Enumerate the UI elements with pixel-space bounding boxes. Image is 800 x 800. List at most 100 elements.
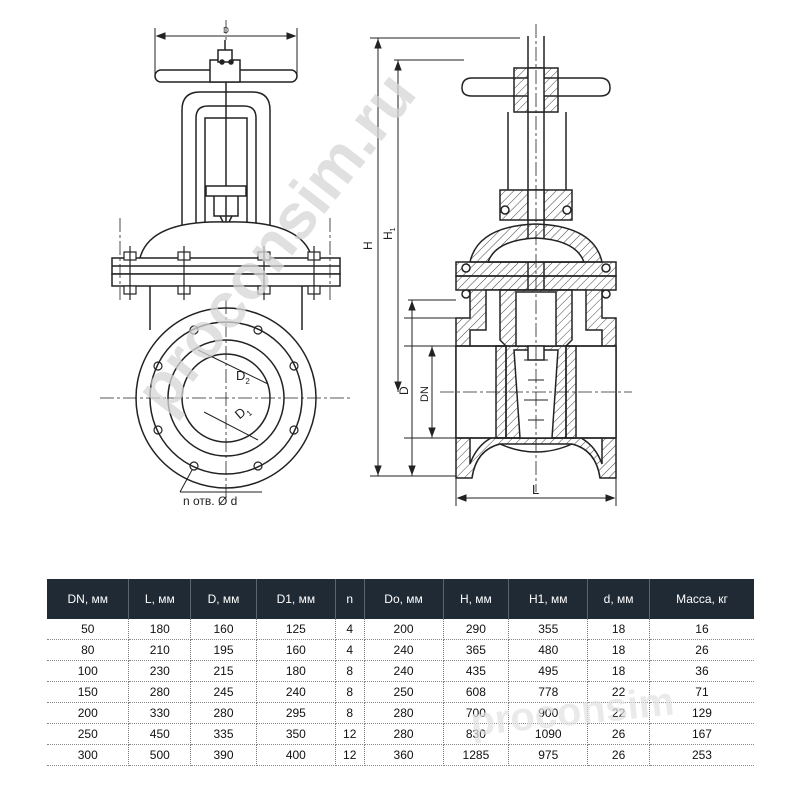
table-cell: 18	[587, 619, 650, 640]
table-cell: 830	[443, 723, 510, 745]
table-cell: 22	[587, 702, 650, 724]
table-cell: 245	[190, 681, 257, 703]
table-cell: 26	[587, 723, 650, 745]
d2-label: D2	[236, 368, 250, 386]
table-cell: 215	[190, 660, 257, 682]
table-cell: 250	[364, 681, 444, 703]
table-cell: 180	[256, 660, 336, 682]
h-label: H	[361, 241, 375, 250]
table-cell: 50	[47, 619, 130, 640]
front-view: D	[100, 20, 352, 500]
column-header: d, мм	[587, 579, 650, 619]
d-dim-label: D	[397, 386, 411, 395]
table-cell: 700	[443, 702, 510, 724]
table-cell: 150	[47, 681, 130, 703]
table-cell: 18	[587, 639, 650, 661]
table-cell: 230	[128, 660, 192, 682]
table-cell: 253	[649, 744, 754, 766]
table-cell: 495	[508, 660, 589, 682]
flange-bolt-holes	[153, 325, 299, 471]
table-cell: 16	[649, 619, 754, 640]
column-header: Do, мм	[364, 579, 444, 619]
table-cell: 360	[364, 744, 444, 766]
length-dimension	[455, 478, 617, 506]
table-cell: 390	[190, 744, 257, 766]
table-cell: 8	[335, 681, 365, 703]
column-header: D1, мм	[256, 579, 336, 619]
table-cell: 80	[47, 639, 130, 661]
table-cell: 250	[47, 723, 130, 745]
table-cell: 200	[364, 619, 444, 640]
table-cell: 180	[128, 619, 192, 640]
h1-label: H1	[381, 227, 397, 240]
table-cell: 400	[256, 744, 336, 766]
table-cell: 280	[190, 702, 257, 724]
table-cell: 167	[649, 723, 754, 745]
handwheel-dimension	[154, 28, 298, 75]
column-header: DN, мм	[47, 579, 130, 619]
table-cell: 26	[587, 744, 650, 766]
table-cell: 125	[256, 619, 336, 640]
holes-label: n отв. Ø d	[183, 494, 237, 508]
bonnet	[139, 221, 313, 259]
table-cell: 4	[335, 639, 365, 661]
table-cell: 12	[335, 723, 365, 745]
table-cell: 295	[256, 702, 336, 724]
table-cell: 12	[335, 744, 365, 766]
height-dimensions	[370, 37, 520, 477]
table-cell: 240	[364, 660, 444, 682]
column-header: Масса, кг	[649, 579, 754, 619]
table-cell: 280	[364, 723, 444, 745]
column-header: H1, мм	[508, 579, 589, 619]
table-cell: 200	[47, 702, 130, 724]
table-cell: 280	[128, 681, 192, 703]
table-cell: 350	[256, 723, 336, 745]
flange-bolts	[123, 246, 321, 300]
table-cell: 240	[256, 681, 336, 703]
table-cell: 160	[190, 619, 257, 640]
table-cell: 778	[508, 681, 589, 703]
table-cell: 355	[508, 619, 589, 640]
valve-drawing: D	[100, 20, 632, 508]
dn-dim-label: DN	[419, 386, 431, 402]
table-cell: 330	[128, 702, 192, 724]
table-cell: 1090	[508, 723, 589, 745]
table-cell: 335	[190, 723, 257, 745]
column-header: D, мм	[190, 579, 257, 619]
table-cell: 900	[508, 702, 589, 724]
table-cell: 435	[443, 660, 510, 682]
table-cell: 160	[256, 639, 336, 661]
table-cell: 100	[47, 660, 130, 682]
column-header: L, мм	[128, 579, 192, 619]
table-cell: 1285	[443, 744, 510, 766]
table-cell: 210	[128, 639, 192, 661]
table-cell: 8	[335, 660, 365, 682]
table-cell: 280	[364, 702, 444, 724]
table-cell: 26	[649, 639, 754, 661]
table-cell: 608	[443, 681, 510, 703]
table-cell: 129	[649, 702, 754, 724]
table-cell: 365	[443, 639, 510, 661]
table-cell: 18	[587, 660, 650, 682]
section-view	[370, 24, 632, 506]
table-cell: 450	[128, 723, 192, 745]
column-header: n	[335, 579, 365, 619]
table-cell: 480	[508, 639, 589, 661]
table-cell: 71	[649, 681, 754, 703]
table-cell: 240	[364, 639, 444, 661]
l-dim-label: L	[532, 482, 539, 497]
column-header: H, мм	[443, 579, 510, 619]
table-cell: 195	[190, 639, 257, 661]
table-cell: 8	[335, 702, 365, 724]
table-cell: 4	[335, 619, 365, 640]
table-cell: 300	[47, 744, 130, 766]
